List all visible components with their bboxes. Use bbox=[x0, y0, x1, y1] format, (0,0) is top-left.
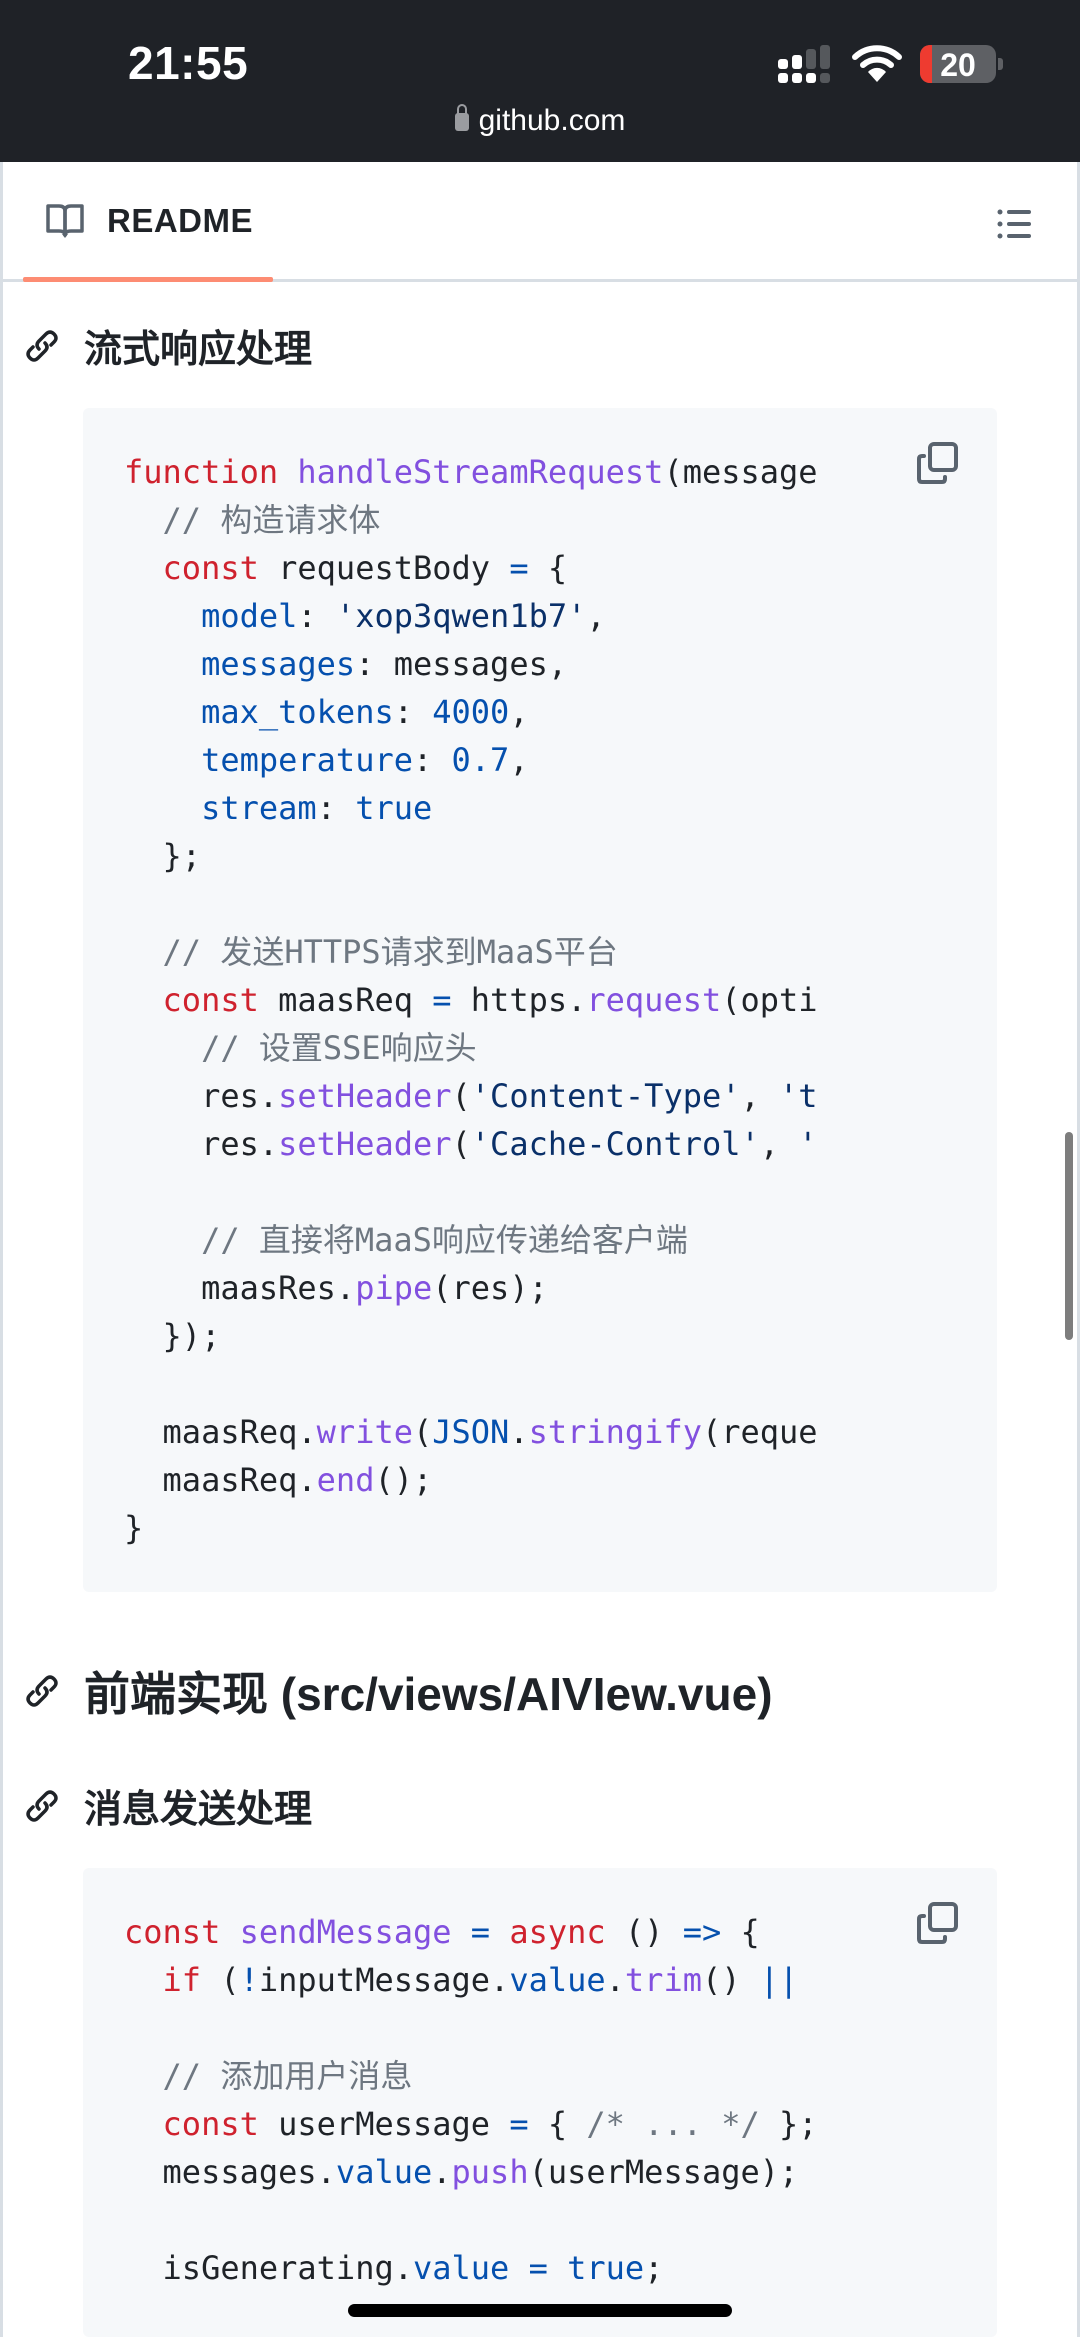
status-bar: 21:55 20 github.com bbox=[0, 0, 1080, 162]
code-line: if (!inputMessage.value.trim() || bbox=[124, 1961, 799, 1999]
code-line: const sendMessage = async () => { bbox=[124, 1913, 760, 1951]
heading-text: 消息发送处理 bbox=[84, 1789, 313, 1831]
link-icon[interactable] bbox=[22, 326, 62, 366]
link-icon[interactable] bbox=[22, 1671, 62, 1711]
copy-icon[interactable] bbox=[915, 1900, 961, 1946]
code-line bbox=[124, 1360, 818, 1408]
code-line: }); bbox=[124, 1317, 221, 1355]
code-line bbox=[124, 880, 818, 928]
code-line: // 添加用户消息 bbox=[124, 2057, 413, 2095]
url-text: github.com bbox=[478, 104, 626, 137]
code-line bbox=[124, 2004, 818, 2052]
code-line: messages.value.push(userMessage); bbox=[124, 2153, 799, 2191]
code-line: max_tokens: 4000, bbox=[124, 693, 529, 731]
heading-stream-response: 流式响应处理 bbox=[22, 318, 312, 373]
copy-icon[interactable] bbox=[915, 440, 961, 486]
code-line: function handleStreamRequest(message bbox=[124, 453, 818, 491]
code-content: function handleStreamRequest(message // … bbox=[124, 448, 818, 1552]
code-line: model: 'xop3qwen1b7', bbox=[124, 597, 606, 635]
battery-icon: 20 bbox=[920, 45, 996, 83]
lock-icon bbox=[454, 104, 469, 131]
home-indicator[interactable] bbox=[348, 2304, 732, 2317]
code-line: // 发送HTTPS请求到MaaS平台 bbox=[124, 933, 618, 971]
code-block-stream-request: function handleStreamRequest(message // … bbox=[83, 408, 997, 1592]
code-line: messages: messages, bbox=[124, 645, 568, 683]
code-line: temperature: 0.7, bbox=[124, 741, 529, 779]
code-block-send-message: const sendMessage = async () => { if (!i… bbox=[83, 1868, 997, 2337]
code-line bbox=[124, 2196, 818, 2244]
heading-text: 前端实现 (src/views/AIVIew.vue) bbox=[84, 1668, 773, 1720]
active-tab-underline bbox=[23, 277, 273, 282]
code-content: const sendMessage = async () => { if (!i… bbox=[124, 1908, 818, 2292]
code-line: const requestBody = { bbox=[124, 549, 568, 587]
page-frame bbox=[0, 162, 1080, 2337]
code-line: // 构造请求体 bbox=[124, 501, 381, 539]
code-line: }; bbox=[124, 837, 202, 875]
code-line: // 设置SSE响应头 bbox=[124, 1029, 477, 1067]
code-line: maasReq.write(JSON.stringify(reque bbox=[124, 1413, 818, 1451]
code-line: res.setHeader('Cache-Control', ' bbox=[124, 1125, 818, 1163]
link-icon[interactable] bbox=[22, 1786, 62, 1826]
code-line bbox=[124, 1168, 818, 1216]
code-line: isGenerating.value = true; bbox=[124, 2249, 664, 2287]
book-icon bbox=[46, 204, 84, 238]
readme-tab[interactable]: README bbox=[45, 202, 253, 240]
code-line: // 直接将MaaS响应传递给客户端 bbox=[124, 1221, 688, 1259]
list-unordered-icon[interactable] bbox=[995, 204, 1035, 244]
readme-header: README bbox=[3, 162, 1077, 282]
address-bar[interactable]: github.com bbox=[0, 104, 1080, 138]
heading-text: 流式响应处理 bbox=[84, 329, 313, 371]
code-line: maasRes.pipe(res); bbox=[124, 1269, 548, 1307]
vertical-scrollbar[interactable] bbox=[1065, 1132, 1073, 1340]
status-time: 21:55 bbox=[128, 37, 249, 89]
code-line: const maasReq = https.request(opti bbox=[124, 981, 818, 1019]
battery-tip bbox=[998, 58, 1003, 70]
readme-tab-label: README bbox=[107, 202, 254, 239]
code-line: } bbox=[124, 1509, 144, 1547]
code-line: const userMessage = { /* ... */ }; bbox=[124, 2105, 818, 2143]
code-line: maasReq.end(); bbox=[124, 1461, 433, 1499]
cellular-signal-icon bbox=[778, 45, 830, 83]
wifi-icon bbox=[852, 45, 902, 82]
heading-message-sending: 消息发送处理 bbox=[22, 1778, 312, 1833]
code-line: stream: true bbox=[124, 789, 433, 827]
battery-percentage: 20 bbox=[940, 47, 976, 83]
code-line: res.setHeader('Content-Type', 't bbox=[124, 1077, 818, 1115]
heading-frontend-implementation: 前端实现 (src/views/AIVIew.vue) bbox=[22, 1658, 773, 1724]
